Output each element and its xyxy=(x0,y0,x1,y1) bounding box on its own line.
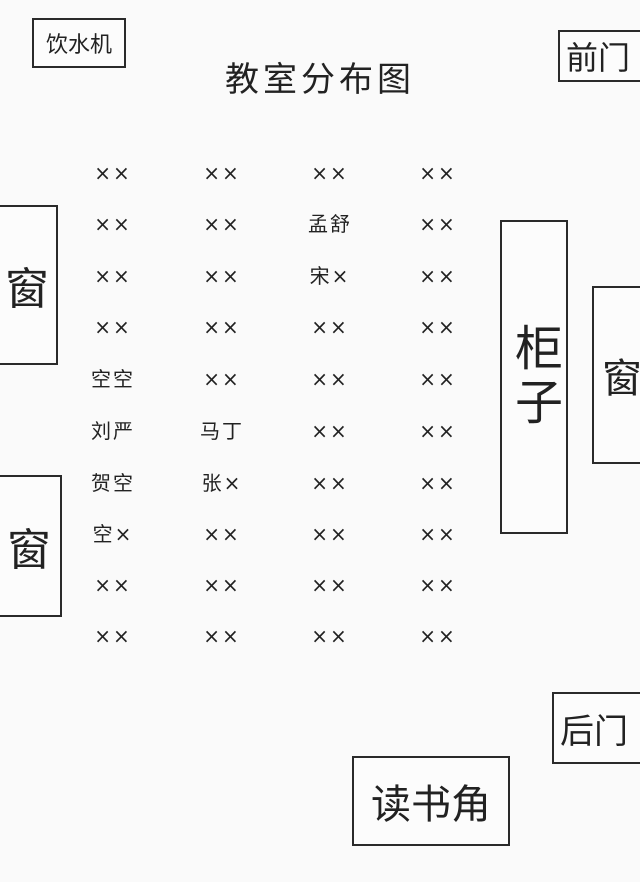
seat-r4-c3: ×× xyxy=(311,315,349,339)
seat-r6-c3: ×× xyxy=(311,419,349,443)
back-door: 后门 xyxy=(552,692,640,764)
seat-r1-c2: ×× xyxy=(203,161,241,185)
seat-r1-c1: ×× xyxy=(94,161,132,185)
seat-r10-c1: ×× xyxy=(94,624,132,648)
front-door: 前门 xyxy=(558,30,640,82)
seat-r3-c4: ×× xyxy=(419,264,457,288)
page-title: 教室分布图 xyxy=(225,60,415,100)
seat-r7-c4: ×× xyxy=(419,471,457,495)
seat-r2-c3: 孟舒 xyxy=(308,212,352,236)
seat-r8-c2: ×× xyxy=(203,522,241,546)
seat-r3-c2: ×× xyxy=(203,264,241,288)
seat-r3-c1: ×× xyxy=(94,264,132,288)
seat-r3-c3: 宋× xyxy=(309,264,351,288)
front-door-text: 前门 xyxy=(566,39,631,77)
water-dispenser-text: 饮水机 xyxy=(45,33,112,58)
seat-r4-c1: ×× xyxy=(94,315,132,339)
reading-corner-text: 读书角 xyxy=(371,782,491,828)
seat-r5-c3: ×× xyxy=(311,367,349,391)
seat-r5-c2: ×× xyxy=(203,367,241,391)
window-left-bottom-text: 窗 xyxy=(7,525,51,576)
seat-r7-c2: 张× xyxy=(201,471,243,495)
seat-r10-c2: ×× xyxy=(203,624,241,648)
seat-r8-c4: ×× xyxy=(419,522,457,546)
seat-r1-c4: ×× xyxy=(419,161,457,185)
reading-corner: 读书角 xyxy=(352,756,510,846)
seat-r9-c1: ×× xyxy=(94,573,132,597)
seat-r8-c1: 空× xyxy=(92,522,134,546)
seat-r5-c1: 空空 xyxy=(91,367,135,391)
seat-r6-c4: ×× xyxy=(419,419,457,443)
cabinet-text: 柜子 xyxy=(506,323,562,431)
seat-r6-c2: 马丁 xyxy=(200,419,244,443)
window-left-top-text: 窗 xyxy=(5,264,49,315)
seat-r1-c3: ×× xyxy=(311,161,349,185)
seat-r9-c4: ×× xyxy=(419,573,457,597)
seat-r10-c4: ×× xyxy=(419,624,457,648)
water-dispenser-label: 饮水机 xyxy=(32,18,126,68)
window-left-bottom: 窗 xyxy=(0,475,62,617)
back-door-text: 后门 xyxy=(560,711,628,752)
seat-r10-c3: ×× xyxy=(311,624,349,648)
seat-r2-c4: ×× xyxy=(419,212,457,236)
seat-r4-c4: ×× xyxy=(419,315,457,339)
cabinet: 柜子 xyxy=(500,220,568,534)
seat-r6-c1: 刘严 xyxy=(91,419,135,443)
window-right: 窗 xyxy=(592,286,640,464)
seat-r5-c4: ×× xyxy=(419,367,457,391)
seat-r9-c3: ×× xyxy=(311,573,349,597)
window-left-top: 窗 xyxy=(0,205,58,365)
seat-r9-c2: ×× xyxy=(203,573,241,597)
seat-r7-c1: 贺空 xyxy=(91,471,135,495)
seat-r8-c3: ×× xyxy=(311,522,349,546)
seat-r2-c2: ×× xyxy=(203,212,241,236)
seat-r2-c1: ×× xyxy=(94,212,132,236)
seat-r4-c2: ×× xyxy=(203,315,241,339)
window-right-text: 窗 xyxy=(602,356,640,402)
seat-r7-c3: ×× xyxy=(311,471,349,495)
